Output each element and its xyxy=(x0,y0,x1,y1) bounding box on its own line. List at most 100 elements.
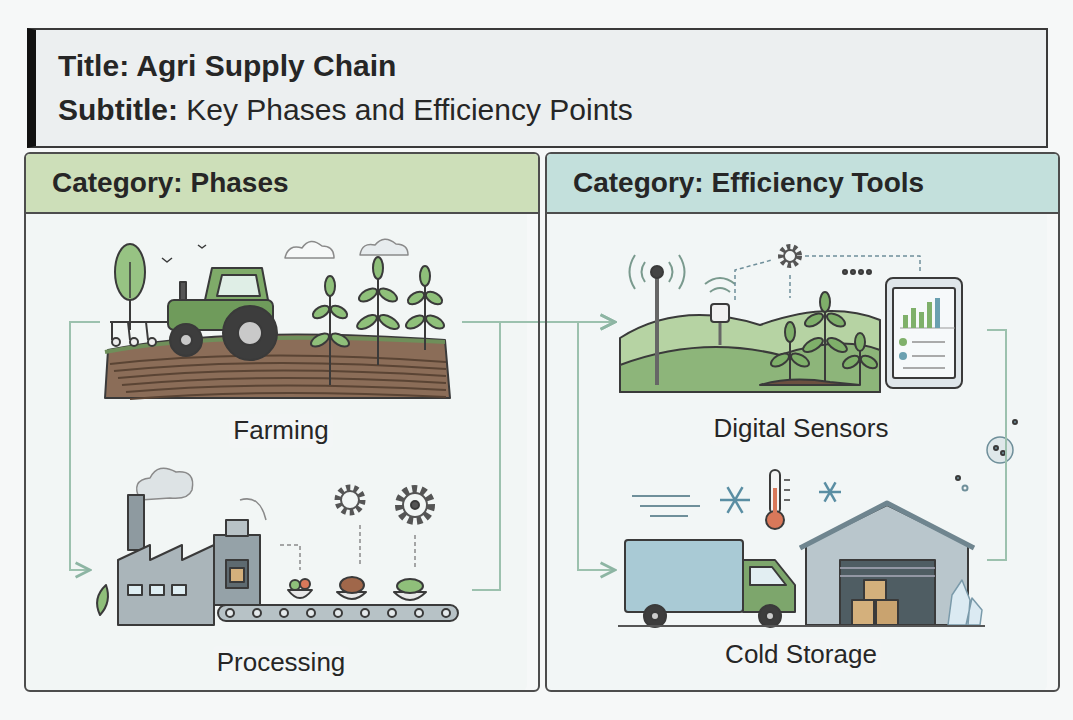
cold-storage-illustration xyxy=(806,505,968,625)
cold-storage-illustration xyxy=(963,486,968,491)
panel-ground xyxy=(546,153,1047,691)
processing-illustration xyxy=(300,579,310,589)
sensors-illustration xyxy=(886,278,962,388)
title-text: Title: Agri Supply Chain xyxy=(58,44,1046,88)
sensors-illustration xyxy=(620,247,962,392)
sensors-illustration xyxy=(801,335,825,355)
text-prefix: Subtitle: xyxy=(58,93,178,126)
sensors-illustration xyxy=(825,335,849,355)
farming-illustration xyxy=(377,286,399,305)
flow-connector xyxy=(472,322,615,590)
sensors-illustration xyxy=(935,298,940,328)
farming-illustration xyxy=(355,312,379,332)
processing-illustration xyxy=(128,585,142,595)
cold-storage-illustration xyxy=(632,496,700,516)
farming-illustration xyxy=(406,289,427,307)
processing-illustration xyxy=(280,609,288,617)
category-heading: Category: Efficiency Tools xyxy=(547,154,1058,214)
cold-storage-illustration xyxy=(800,503,974,548)
cold-storage-illustration xyxy=(876,600,898,625)
cold-storage-illustration xyxy=(825,482,836,501)
category-heading: Category: Phases xyxy=(26,154,538,214)
farming-illustration xyxy=(377,312,401,332)
processing-illustration xyxy=(97,468,458,625)
sensors-illustration xyxy=(843,270,847,274)
processing-illustration xyxy=(226,609,234,617)
cold-storage-illustration xyxy=(840,568,935,576)
panel-ground xyxy=(25,153,1047,691)
processing-illustration xyxy=(214,535,260,605)
sensors-illustration xyxy=(855,333,865,351)
farming-illustration xyxy=(105,239,450,399)
title-band: Title: Agri Supply ChainSubtitle: Key Ph… xyxy=(27,28,1048,148)
sensors-illustration xyxy=(824,302,826,385)
processing-illustration xyxy=(399,489,431,521)
text-body: Key Phases and Efficiency Points xyxy=(178,93,633,126)
cold-storage-illustration xyxy=(750,567,786,585)
sensors-illustration xyxy=(651,266,663,278)
phase-item: Processing xyxy=(90,462,472,680)
cold-storage-illustration xyxy=(1013,420,1017,424)
processing-illustration xyxy=(288,590,312,598)
sensors-illustration xyxy=(825,311,847,330)
sensors-illustration xyxy=(769,351,791,370)
farming-illustration xyxy=(112,338,120,346)
sensors-illustration xyxy=(899,338,907,346)
farming-illustration xyxy=(238,321,262,345)
farming-illustration xyxy=(357,286,379,305)
processing-illustration xyxy=(218,605,458,621)
sensors-illustration xyxy=(903,367,945,369)
tool-item: Cold Storage xyxy=(615,452,987,672)
phase-item: Farming xyxy=(100,240,462,448)
sensors-illustration xyxy=(912,355,945,357)
processing-illustration xyxy=(397,579,423,593)
farming-illustration xyxy=(424,313,446,332)
processing-illustration xyxy=(341,491,359,509)
processing-illustration xyxy=(280,525,415,570)
sensors-illustration xyxy=(841,353,862,371)
cold-storage-illustration xyxy=(1001,451,1005,455)
farming-illustration xyxy=(130,393,446,399)
text-body: Agri Supply Chain xyxy=(129,49,396,82)
farming-illustration xyxy=(285,241,334,258)
farming-illustration xyxy=(148,338,156,346)
sensors-illustration xyxy=(760,380,860,385)
cold-storage-illustration xyxy=(773,488,777,514)
processing-illustration xyxy=(361,609,369,617)
farming-illustration xyxy=(223,306,277,360)
cold-storage-illustration xyxy=(948,580,982,625)
sensors-illustration xyxy=(781,247,799,265)
cold-storage-illustration xyxy=(956,476,960,480)
cold-storage-illustration xyxy=(784,480,790,500)
farming-illustration xyxy=(373,257,383,279)
category-panel: FarmingProcessing Category: Phases xyxy=(24,152,540,692)
cold-storage-illustration xyxy=(625,540,743,612)
processing-illustration xyxy=(230,568,244,582)
sensors-illustration xyxy=(785,322,795,342)
processing-illustration xyxy=(411,501,419,509)
farming-illustration xyxy=(404,313,426,332)
farming-illustration xyxy=(118,370,446,378)
processing-illustration xyxy=(290,580,300,590)
cold-storage-illustration xyxy=(994,446,998,450)
farming-illustration xyxy=(420,266,430,286)
processing-illustration xyxy=(118,545,214,625)
processing-illustration xyxy=(150,585,164,595)
sensors-illustration xyxy=(912,341,945,343)
farming-illustration xyxy=(329,331,351,350)
processing-illustration xyxy=(226,609,450,617)
sensors-illustration xyxy=(705,278,735,292)
farming-illustration xyxy=(205,268,268,300)
sensors-illustration xyxy=(903,315,908,328)
item-label: Farming xyxy=(229,414,332,448)
processing-illustration xyxy=(307,609,315,617)
sensors-illustration xyxy=(859,353,880,371)
item-label: Cold Storage xyxy=(721,638,881,672)
sensors-illustration xyxy=(803,311,825,330)
sensors-illustration xyxy=(859,270,863,274)
sensors-illustration xyxy=(630,255,685,289)
category-panel: Digital SensorsCold StorageCategory: Eff… xyxy=(545,152,1060,692)
processing-illustration xyxy=(97,585,108,615)
processing-illustration xyxy=(442,609,450,617)
